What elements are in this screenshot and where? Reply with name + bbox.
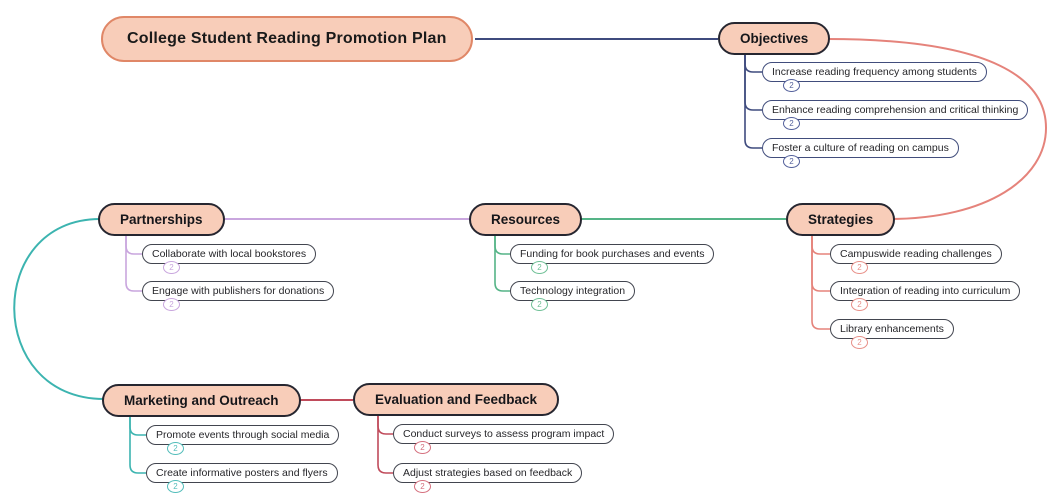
count-badge[interactable]: 2 [783,155,800,168]
elbow-objectives-child-3 [744,55,762,149]
count-badge[interactable]: 2 [851,261,868,274]
partnerships-node[interactable]: Partnerships [98,203,225,236]
elbow-objectives-child-2 [744,55,762,111]
strategies-subtopic-3[interactable]: Library enhancements [830,319,954,339]
elbow-evaluation-child-1 [377,416,393,435]
elbow-resources-child-2 [494,236,510,292]
count-badge[interactable]: 2 [783,117,800,130]
count-badge[interactable]: 2 [163,261,180,274]
marketing-node[interactable]: Marketing and Outreach [102,384,301,417]
link-partnerships-marketing [13,218,105,400]
count-badge[interactable]: 2 [167,442,184,455]
elbow-evaluation-child-2 [377,416,393,474]
elbow-marketing-child-1 [129,417,146,436]
count-badge[interactable]: 2 [167,480,184,493]
elbow-strategies-child-1 [811,236,830,255]
evaluation-subtopic-1[interactable]: Conduct surveys to assess program impact [393,424,615,444]
strategies-subtopic-1[interactable]: Campuswide reading challenges [830,244,1002,264]
elbow-objectives-child-1 [744,55,762,73]
elbow-strategies-child-3 [811,236,830,330]
evaluation-node[interactable]: Evaluation and Feedback [353,383,560,416]
elbow-marketing-child-2 [129,417,146,474]
marketing-subtopic-1[interactable]: Promote events through social media [146,425,340,445]
elbow-partnerships-child-2 [125,236,142,292]
elbow-resources-child-1 [494,236,510,255]
count-badge[interactable]: 2 [163,298,180,311]
objectives-node[interactable]: Objectives [718,22,831,55]
objectives-subtopic-3[interactable]: Foster a culture of reading on campus [762,138,959,158]
link-objectives-strategies [826,38,1048,220]
count-badge[interactable]: 2 [531,298,548,311]
evaluation-subtopic-2[interactable]: Adjust strategies based on feedback [393,463,583,483]
elbow-partnerships-child-1 [125,236,142,255]
strategies-node[interactable]: Strategies [786,203,896,236]
count-badge[interactable]: 2 [414,480,431,493]
elbow-strategies-child-2 [811,236,830,292]
objectives-subtopic-1[interactable]: Increase reading frequency among student… [762,62,987,82]
count-badge[interactable]: 2 [531,261,548,274]
central-topic-node[interactable]: College Student Reading Promotion Plan [101,16,473,62]
partnerships-subtopic-1[interactable]: Collaborate with local bookstores [142,244,317,264]
strategies-subtopic-2[interactable]: Integration of reading into curriculum [830,281,1021,301]
resources-node[interactable]: Resources [469,203,583,236]
count-badge[interactable]: 2 [851,298,868,311]
resources-subtopic-1[interactable]: Funding for book purchases and events [510,244,715,264]
count-badge[interactable]: 2 [414,441,431,454]
marketing-subtopic-2[interactable]: Create informative posters and flyers [146,463,338,483]
count-badge[interactable]: 2 [783,79,800,92]
partnerships-subtopic-2[interactable]: Engage with publishers for donations [142,281,335,301]
resources-subtopic-2[interactable]: Technology integration [510,281,636,301]
objectives-subtopic-2[interactable]: Enhance reading comprehension and critic… [762,100,1029,120]
count-badge[interactable]: 2 [851,336,868,349]
